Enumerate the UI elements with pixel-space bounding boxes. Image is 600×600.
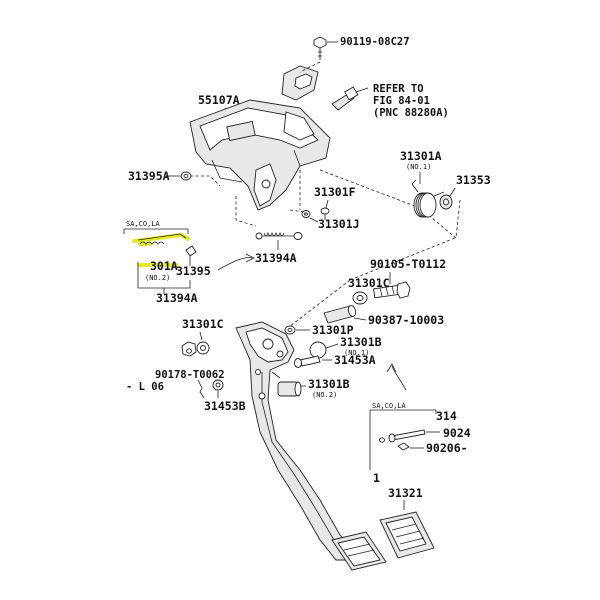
spring-rod-31394a: [255, 231, 303, 240]
label-31301j: 31301J: [318, 217, 360, 231]
bushing-31353: [439, 194, 453, 210]
label-31394a-kit: 31394A: [156, 291, 198, 305]
brake-pedal-arm: [235, 321, 357, 561]
label-31353: 31353: [456, 173, 491, 187]
label-31453a: 31453A: [334, 353, 376, 367]
label-31301f: 31301F: [314, 185, 356, 199]
label-90119-08c27: 90119-08C27: [340, 36, 410, 48]
label-31301a: 31301A: [400, 149, 442, 163]
label-partial-l06: - L 06: [126, 381, 164, 393]
label-pnc-88280a: (PNC 88280A): [373, 107, 449, 119]
label-1: 1: [373, 471, 380, 485]
label-31301c-left: 31301C: [182, 317, 224, 331]
top-bolt: [313, 36, 338, 60]
label-55107a: 55107A: [198, 93, 240, 107]
pedal-pad-foot: [331, 531, 387, 571]
label-90178-t0062: 90178-T0062: [155, 369, 225, 381]
label-31301b-no2: (NO.2): [312, 391, 337, 399]
label-31301b-no1: (NO.1): [344, 349, 369, 357]
label-31453b: 31453B: [204, 399, 246, 413]
return-spring-no2-highlighted: [132, 233, 190, 246]
stopper-31453a: [294, 355, 321, 368]
label-31301p: 31301P: [312, 323, 354, 337]
label-fig-84-01: FIG 84-01: [373, 95, 430, 107]
stop-lamp-switch: [331, 86, 369, 111]
label-31301a-no1: (NO.1): [406, 163, 431, 171]
label-31301b: 31301B: [340, 335, 382, 349]
label-31395a: 31395A: [128, 169, 170, 183]
label-90105-t0112: 90105-T0112: [370, 257, 446, 271]
collar-31301c-right: [352, 291, 368, 305]
sleeve-90387: [323, 305, 357, 324]
label-301a-highlighted: 301A: [150, 259, 178, 273]
label-31395: 31395: [176, 264, 211, 278]
washer-31301j: [301, 210, 311, 218]
label-31301b-2: 31301B: [308, 377, 350, 391]
pedal-bracket: [189, 99, 331, 211]
bushing-31301b-no2: [277, 381, 302, 397]
collar-31301c-left: [196, 341, 210, 355]
pin-31301f: [320, 207, 330, 220]
pivot-31301p: [284, 325, 296, 335]
clip-small: [185, 245, 197, 257]
bolt-90105: [373, 281, 411, 299]
nut-90178: [181, 341, 197, 357]
label-9024: 9024: [443, 426, 471, 440]
label-31301c-right: 31301C: [348, 276, 390, 290]
clip-90206: [397, 442, 410, 451]
pedal-pad-31321: [379, 511, 435, 559]
label-90387-10003: 90387-10003: [368, 313, 444, 327]
label-31321: 31321: [388, 486, 423, 500]
label-sacola-left: SA,CO,LA: [126, 220, 161, 228]
clip-spring-small: [197, 379, 205, 399]
collar-31395a: [180, 171, 192, 181]
label-314-partial: 314: [436, 409, 457, 423]
label-31394a: 31394A: [255, 251, 297, 265]
label-sacola-right: SA,CO,LA: [372, 402, 407, 410]
label-90206: 90206-: [426, 441, 468, 455]
stopper-31453b: [212, 379, 224, 391]
label-301a-no2: (NO.2): [145, 274, 170, 282]
pin-9024: [379, 429, 426, 443]
return-spring-no1: [411, 179, 445, 218]
label-refer-to: REFER TO: [373, 83, 424, 95]
switch-bracket-top: [281, 61, 321, 101]
